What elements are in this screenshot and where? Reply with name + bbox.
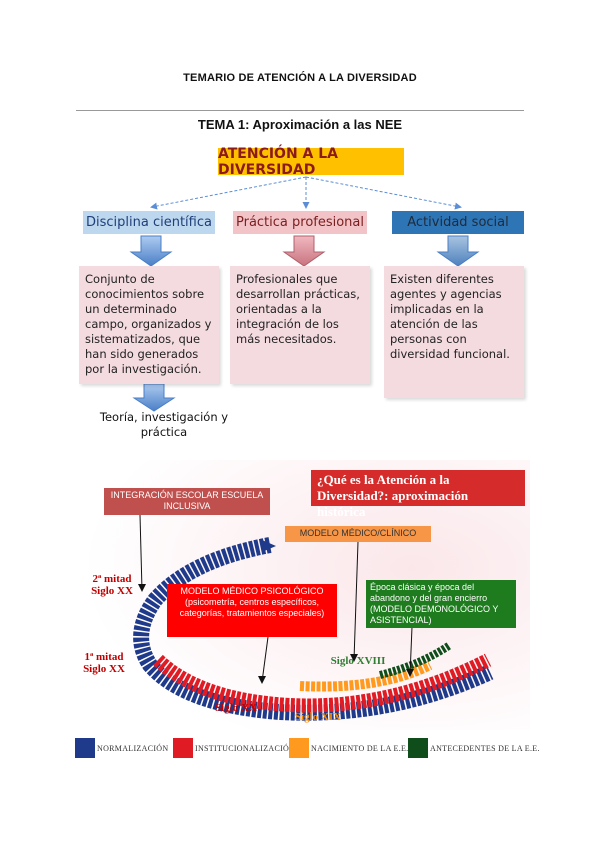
category-practica: Práctica profesional bbox=[233, 211, 367, 234]
section-title: TEMA 1: Aproximación a las NEE bbox=[197, 117, 403, 132]
century-label-xviii: Siglo XVIII bbox=[330, 655, 386, 667]
legend-item-antecedentes: ANTECEDENTES DE LA E.E. bbox=[408, 738, 540, 758]
legend-label: INSTITUCIONALIZACIÓN bbox=[195, 743, 296, 753]
description-disciplina: Conjunto de conocimientos sobre un deter… bbox=[79, 266, 219, 384]
century-label-1mitad: 1ª mitad Siglo XX bbox=[74, 651, 134, 675]
century-label-xix: Siglo XIX bbox=[294, 711, 342, 723]
century-label-2mitad: 2ª mitad Siglo XX bbox=[82, 573, 142, 597]
description-practica: Profesionales que desarrollan prácticas,… bbox=[230, 266, 370, 384]
down-arrow-icon bbox=[436, 235, 480, 267]
century-label-line: Siglo XX bbox=[91, 585, 133, 597]
legend-label: NORMALIZACIÓN bbox=[97, 743, 169, 753]
legend-swatch bbox=[289, 738, 309, 758]
legend-item-institucionalizacion: INSTITUCIONALIZACIÓN bbox=[173, 738, 295, 758]
down-arrow-icon bbox=[132, 383, 176, 412]
document-header: TEMARIO DE ATENCIÓN A LA DIVERSIDAD bbox=[183, 72, 417, 84]
label-epoca-clasica: Época clásica y época del abandono y del… bbox=[366, 580, 516, 628]
legend-item-nacimiento: NACIMIENTO DE LA E.E. bbox=[289, 738, 408, 758]
description-actividad: Existen diferentes agentes y agencias im… bbox=[384, 266, 524, 398]
category-disciplina: Disciplina científica bbox=[83, 211, 215, 234]
legend-swatch bbox=[408, 738, 428, 758]
sub-concept: Teoría, investigación y práctica bbox=[99, 410, 229, 439]
century-label-line: 1ª mitad bbox=[84, 651, 124, 663]
concept-connectors bbox=[129, 176, 480, 412]
down-arrow-icon bbox=[129, 235, 173, 267]
legend-label: ANTECEDENTES DE LA E.E. bbox=[430, 743, 540, 753]
label-modelo-medico-psicologico: MODELO MÉDICO PSICOLÓGICO (psicometría, … bbox=[167, 584, 337, 637]
category-actividad: Actividad social bbox=[392, 211, 524, 234]
legend-swatch bbox=[75, 738, 95, 758]
century-label-xx: Siglo XX bbox=[215, 702, 257, 714]
legend-label: NACIMIENTO DE LA E.E. bbox=[311, 743, 409, 753]
legend-item-normalizacion: NORMALIZACIÓN bbox=[75, 738, 168, 758]
label-integracion: INTEGRACIÓN ESCOLAR ESCUELA INCLUSIVA bbox=[104, 488, 270, 515]
century-label-line: Siglo XX bbox=[83, 663, 125, 675]
history-title: ¿Qué es la Atención a la Diversidad?: ap… bbox=[311, 470, 525, 519]
header-divider bbox=[76, 110, 524, 111]
legend-swatch bbox=[173, 738, 193, 758]
down-arrow-icon bbox=[282, 235, 326, 267]
main-concept-box: ATENCIÓN A LA DIVERSIDAD bbox=[218, 146, 404, 178]
label-modelo-medico-clinico: MODELO MÉDICO/CLÍNICO bbox=[285, 526, 431, 542]
century-label-line: 2ª mitad bbox=[92, 573, 132, 585]
